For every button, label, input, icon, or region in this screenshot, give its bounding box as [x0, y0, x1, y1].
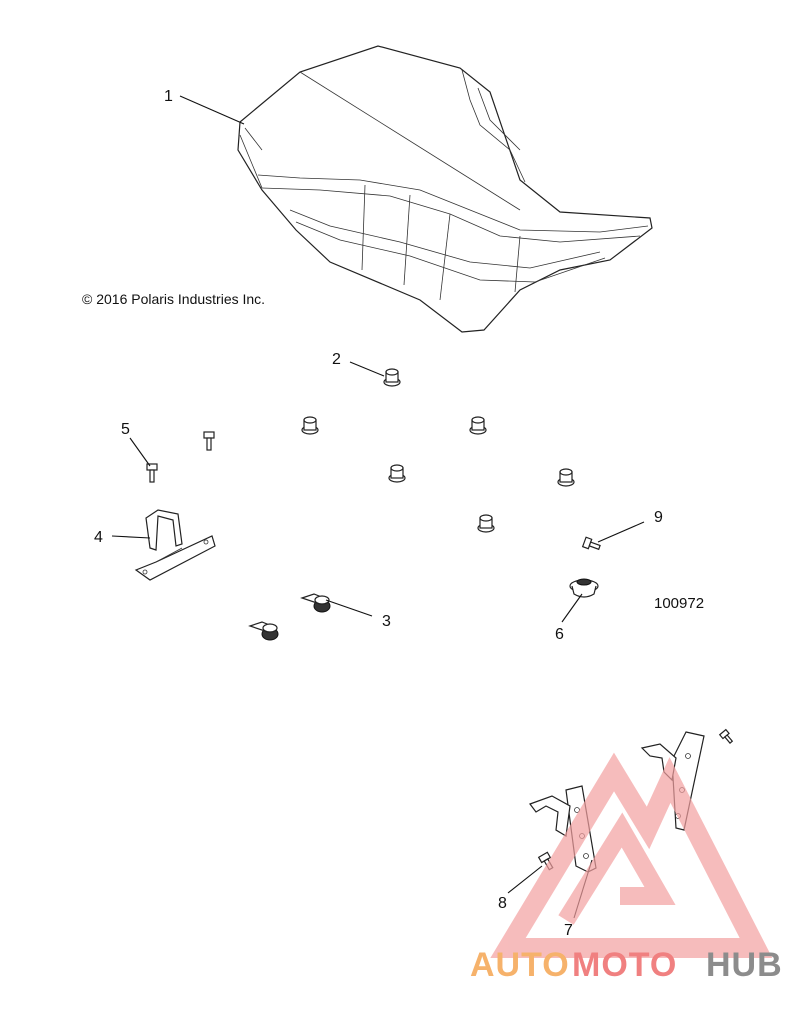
watermark-text: AUTO MOTO HUB — [470, 946, 783, 984]
callout-3: 3 — [382, 613, 391, 630]
callout-9: 9 — [654, 509, 663, 526]
clip-parts — [248, 593, 331, 641]
copyright-text: © 2016 Polaris Industries Inc. — [82, 291, 265, 307]
watermark-word-hub: HUB — [706, 946, 783, 984]
callout-labels: 1 2 3 4 5 6 7 8 9 — [94, 88, 663, 939]
callout-5: 5 — [121, 421, 130, 438]
seat-part — [237, 45, 653, 333]
watermark-word-moto: MOTO — [572, 946, 677, 984]
watermark-word-auto: AUTO — [470, 946, 570, 984]
callout-4: 4 — [94, 529, 103, 546]
bolt-parts — [146, 431, 734, 871]
watermark-logo — [490, 752, 773, 958]
callout-1: 1 — [164, 88, 173, 105]
bushing-part — [569, 578, 599, 598]
bracket-part — [134, 509, 216, 581]
callout-8: 8 — [498, 895, 507, 912]
figure-number: 100972 — [654, 595, 704, 612]
callout-6: 6 — [555, 626, 564, 643]
grommet-nut-parts — [301, 368, 575, 533]
callout-2: 2 — [332, 351, 341, 368]
callout-7: 7 — [564, 922, 573, 939]
